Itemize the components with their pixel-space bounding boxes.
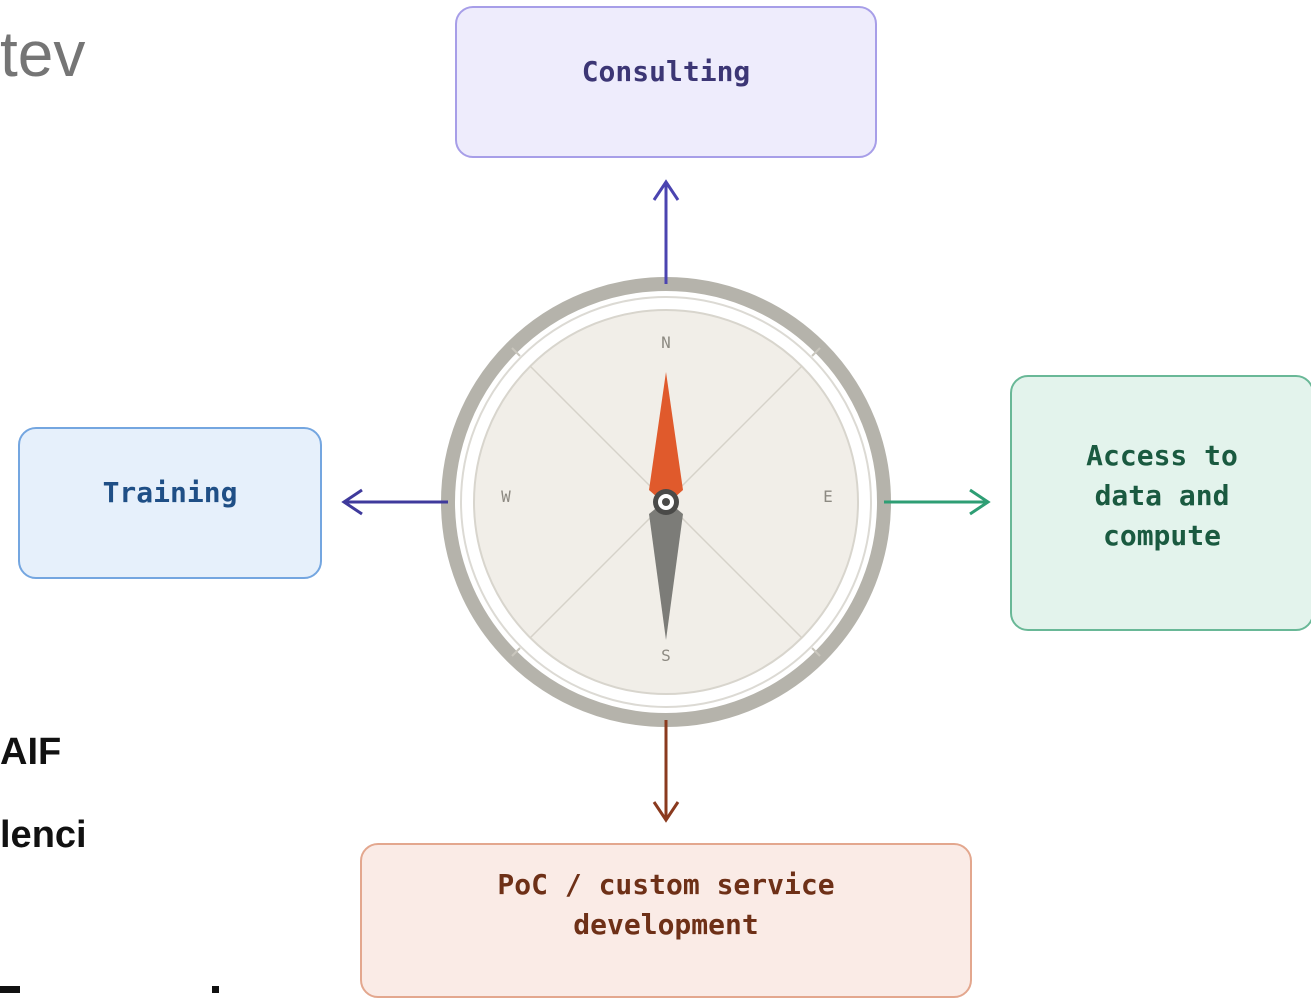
compass-west-label: W (501, 487, 511, 506)
slide-bullet-fragment-2: lenci (0, 814, 87, 856)
clipped-text-fragment (212, 986, 219, 993)
training-box: Training (18, 427, 322, 579)
clipped-text-fragment (0, 986, 20, 993)
training-label: Training (102, 476, 238, 509)
compass-needle-south (649, 500, 683, 640)
access-data-compute-box: Access to data and compute (1010, 375, 1311, 631)
access-data-compute-label: Access to data and compute (1086, 439, 1238, 552)
compass-pivot-center (662, 498, 670, 506)
arrow-north (652, 179, 680, 284)
compass-tick (811, 347, 821, 357)
poc-custom-service-box: PoC / custom service development (360, 843, 972, 998)
compass-east-label: E (823, 487, 833, 506)
slide-bullet-fragment-1: AIF (0, 731, 62, 773)
consulting-label: Consulting (581, 55, 751, 88)
poc-custom-service-label: PoC / custom service development (497, 868, 835, 941)
slide-title-fragment: tev (0, 18, 86, 90)
compass-needle-north (649, 372, 683, 505)
arrow-east (884, 488, 991, 516)
compass-tick (511, 647, 521, 657)
compass-south-label: S (661, 646, 671, 665)
arrow-south (652, 720, 680, 823)
compass-tick (511, 347, 521, 357)
consulting-box: Consulting (455, 6, 877, 158)
compass-north-label: N (661, 333, 671, 352)
arrow-west (341, 488, 448, 516)
compass-tick (811, 647, 821, 657)
